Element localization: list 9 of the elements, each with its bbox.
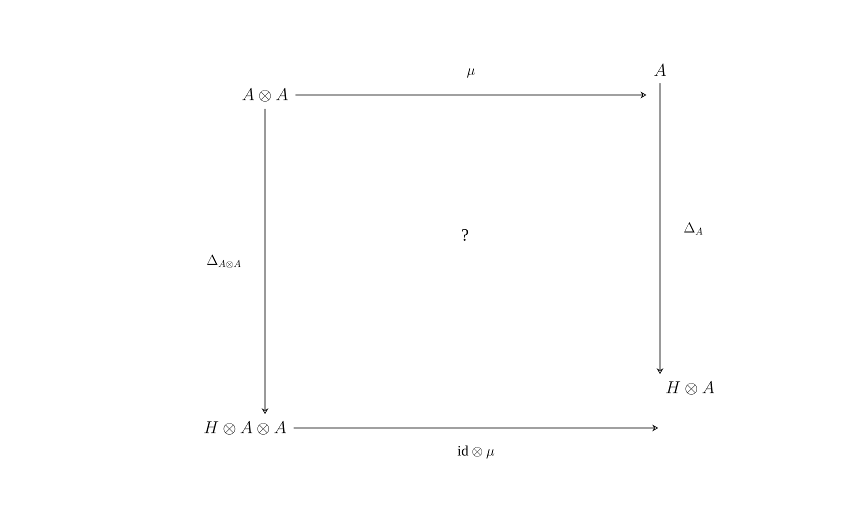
edge-label: $\mathrm{id} \otimes \mu$ xyxy=(458,446,494,459)
edge-label: $\mu$ xyxy=(467,68,475,78)
edge-label: $\Delta_A$ xyxy=(684,222,702,235)
math-term: $A$ xyxy=(654,64,666,76)
edge-label: $\Delta_{A \otimes A}$ xyxy=(207,254,241,268)
math-term: $H \otimes A$ xyxy=(666,380,714,395)
math-term: $A \otimes A$ xyxy=(242,88,288,102)
math-term: $H \otimes A \otimes A$ xyxy=(204,420,286,435)
question-mark: ? xyxy=(462,229,468,241)
